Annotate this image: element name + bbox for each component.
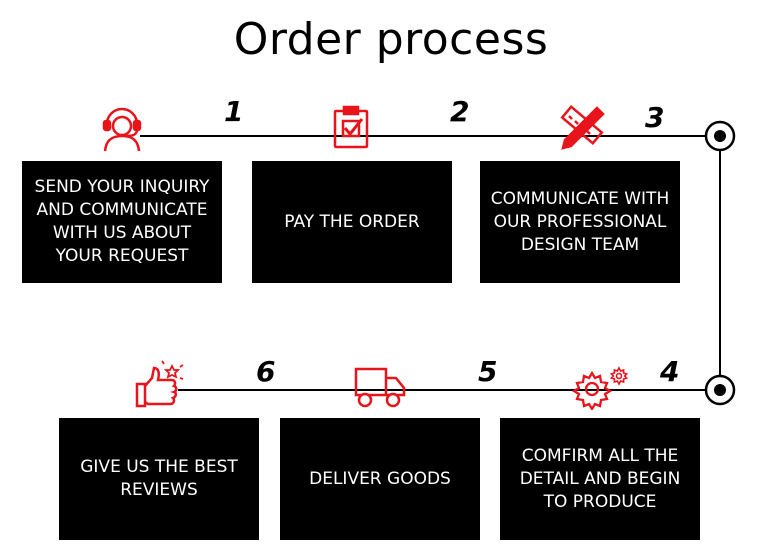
step-box-3: COMMUNICATE WITH OUR PROFESSIONAL DESIGN… xyxy=(480,161,680,283)
headset-agent-icon xyxy=(102,107,142,152)
connector-node-top xyxy=(704,120,736,152)
step-box-6: GIVE US THE BEST REVIEWS xyxy=(59,418,259,540)
gears-icon xyxy=(572,366,629,410)
ruler-pencil-icon xyxy=(560,105,605,150)
page-title: Order process xyxy=(233,14,549,65)
connector-node-bottom xyxy=(704,374,736,406)
step-number-4: 4 xyxy=(660,355,680,388)
step-box-5: DELIVER GOODS xyxy=(280,418,480,540)
step-number-3: 3 xyxy=(645,101,665,134)
step-box-4: COMFIRM ALL THE DETAIL AND BEGIN TO PROD… xyxy=(500,418,700,540)
step-number-5: 5 xyxy=(478,355,498,388)
step-box-2: PAY THE ORDER xyxy=(252,161,452,283)
step-number-1: 1 xyxy=(224,95,244,128)
step-number-6: 6 xyxy=(256,355,276,388)
step-box-1: SEND YOUR INQUIRY AND COMMUNICATE WITH U… xyxy=(22,161,222,283)
thumbs-up-icon xyxy=(135,360,184,408)
clipboard-check-icon xyxy=(333,105,369,149)
step-number-2: 2 xyxy=(450,95,470,128)
delivery-truck-icon xyxy=(354,367,406,408)
